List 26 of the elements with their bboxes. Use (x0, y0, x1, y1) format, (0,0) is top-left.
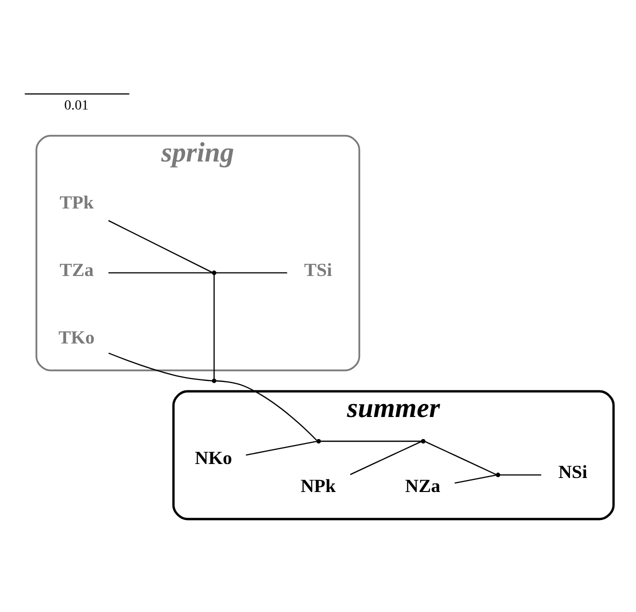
connector (500, 474, 542, 475)
connector (216, 380, 317, 440)
connector (350, 440, 422, 475)
connector (216, 272, 288, 273)
node-text: NSi (558, 462, 588, 483)
node-text: NPk (300, 476, 336, 497)
connector (454, 474, 496, 484)
node-text: NZa (405, 476, 440, 497)
node-text: TKo (58, 326, 95, 348)
node-text: TZa (60, 260, 94, 281)
label: 0.01 (64, 98, 89, 114)
node-point (212, 270, 216, 275)
node-point (316, 438, 321, 443)
connector (424, 440, 497, 475)
connector (214, 274, 215, 379)
connector (108, 272, 212, 273)
node-text: TSi (304, 260, 332, 281)
node-text: NKo (194, 448, 232, 469)
node-point (420, 438, 426, 443)
node-text: TPk (60, 192, 94, 214)
node-point (212, 378, 216, 383)
node-point (496, 472, 500, 477)
connector (246, 440, 317, 456)
connector (320, 440, 422, 442)
connector (108, 352, 212, 381)
connector (108, 220, 212, 272)
